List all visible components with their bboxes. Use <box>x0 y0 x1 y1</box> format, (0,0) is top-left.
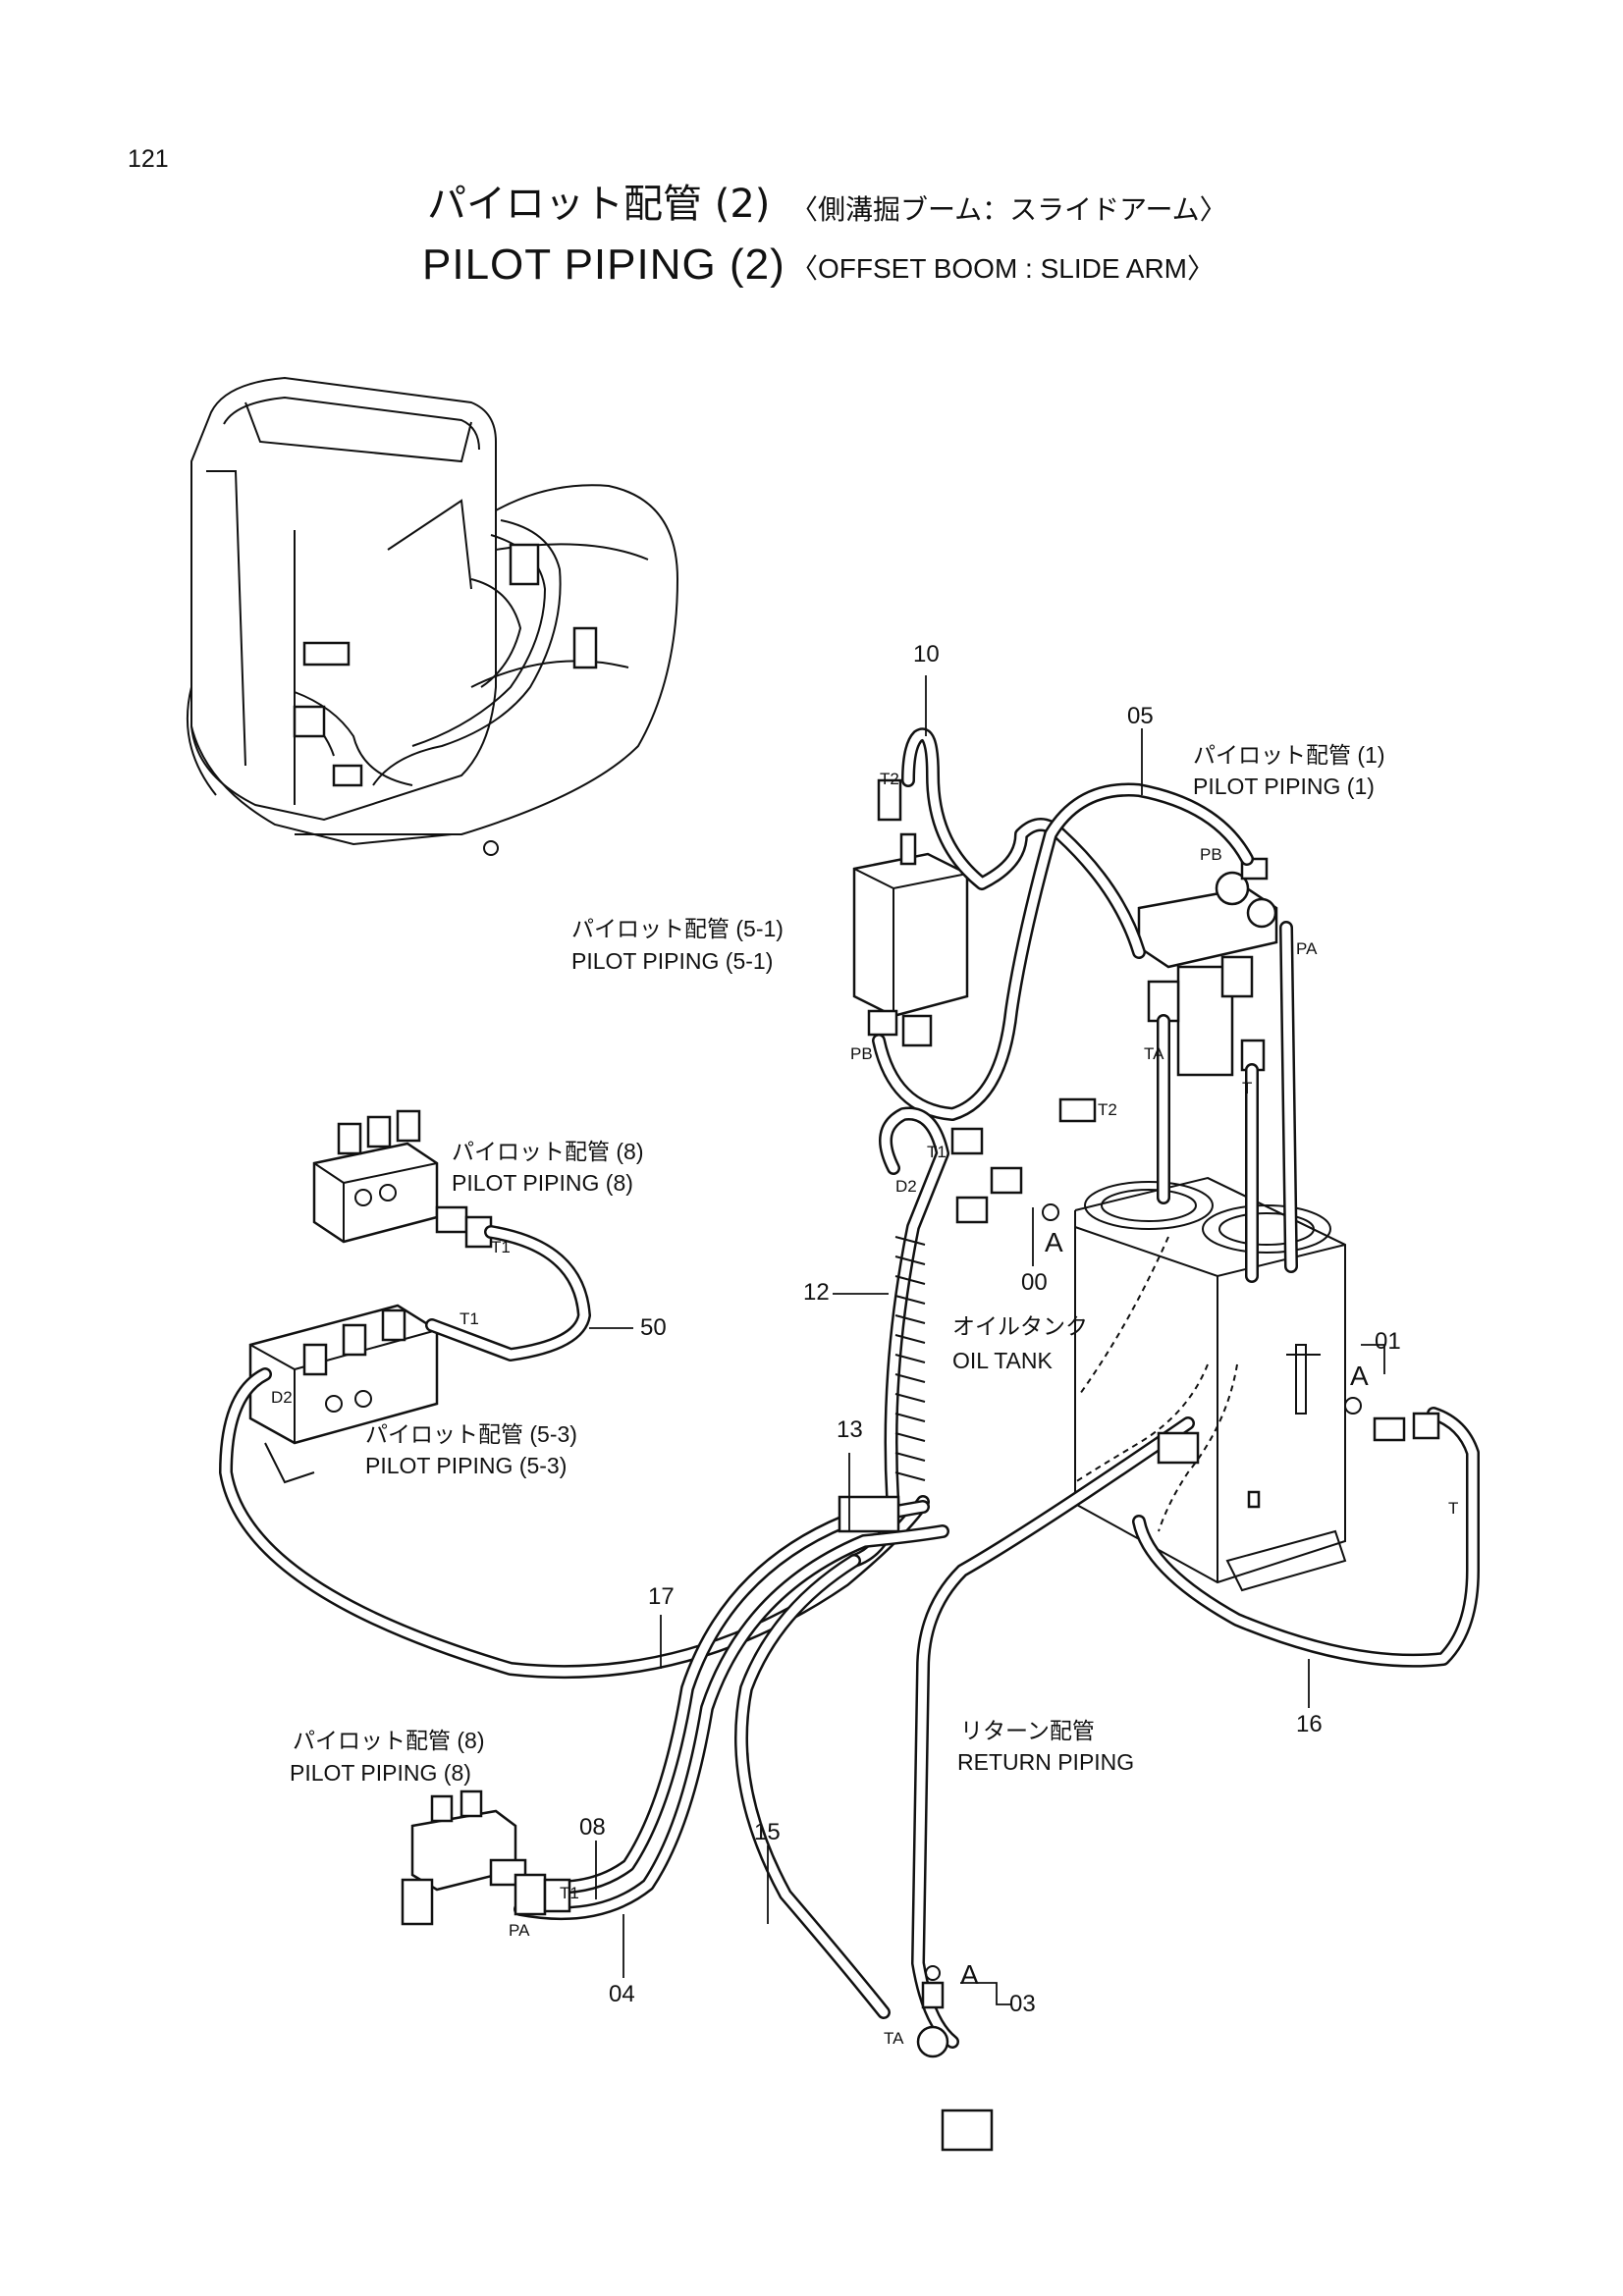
subtitle-japanese: 〈側溝掘ブーム：スライドアーム〉 <box>790 194 1227 225</box>
ref-pilot-piping-5-3-jp: パイロット配管 (5-3) <box>365 1421 577 1447</box>
title-japanese: パイロット配管 (2) <box>427 182 771 227</box>
page-number: 121 <box>128 145 169 173</box>
port-ta-lower: TA <box>884 2029 904 2048</box>
part-number-01: 01 <box>1375 1328 1401 1355</box>
port-pa-lower: PA <box>509 1921 530 1940</box>
detail-mark-a-2: A <box>1350 1361 1369 1391</box>
ref-oil-tank-jp: オイルタンク <box>952 1313 1088 1339</box>
ref-pilot-piping-5-3-en: PILOT PIPING (5-3) <box>365 1453 568 1478</box>
ref-return-piping-jp: リターン配管 <box>960 1718 1095 1743</box>
part-number-08: 08 <box>579 1814 606 1841</box>
detail-mark-a-1: A <box>1045 1227 1063 1257</box>
part-number-15: 15 <box>754 1819 781 1845</box>
part-number-04: 04 <box>609 1981 635 2007</box>
port-pb-left: PB <box>850 1044 873 1063</box>
port-t1-mid: T1 <box>927 1143 947 1161</box>
port-t1-left: T1 <box>460 1309 479 1328</box>
pilot-valve-1 <box>1058 857 1278 1123</box>
ref-pilot-piping-8-upper-en: PILOT PIPING (8) <box>452 1170 633 1196</box>
port-t-far: T <box>1448 1499 1459 1518</box>
subtitle-english: 〈OFFSET BOOM : SLIDE ARM〉 <box>790 253 1215 284</box>
ref-pilot-piping-1-en: PILOT PIPING (1) <box>1193 774 1375 799</box>
port-pa-right: PA <box>1296 939 1318 958</box>
part-number-50: 50 <box>640 1314 667 1341</box>
title-english: PILOT PIPING (2) <box>422 240 785 289</box>
ref-pilot-piping-1-jp: パイロット配管 (1) <box>1193 742 1385 768</box>
port-d2-left: D2 <box>271 1388 293 1407</box>
port-t2-top: T2 <box>880 770 899 788</box>
port-t-right: T <box>1242 1079 1253 1097</box>
port-t1-lower: T1 <box>560 1884 579 1902</box>
ref-pilot-piping-5-1-en: PILOT PIPING (5-1) <box>571 948 774 974</box>
oil-tank <box>1074 1176 1347 1592</box>
part-number-17: 17 <box>648 1583 675 1610</box>
port-ta-right: TA <box>1144 1044 1164 1063</box>
part-number-03: 03 <box>1009 1991 1036 2017</box>
ref-pilot-piping-5-1-jp: パイロット配管 (5-1) <box>571 916 784 941</box>
pilot-valve-8-upper <box>312 1109 493 1249</box>
ref-pilot-piping-8-upper-jp: パイロット配管 (8) <box>452 1139 644 1164</box>
ref-return-piping-en: RETURN PIPING <box>957 1749 1135 1775</box>
port-pb-right: PB <box>1200 845 1222 864</box>
pilot-valve-5-3 <box>248 1304 439 1484</box>
leader-lines <box>589 675 1385 2005</box>
pilot-valve-5-1 <box>852 778 969 1047</box>
part-number-00: 00 <box>1021 1269 1048 1296</box>
ref-pilot-piping-8-lower-en: PILOT PIPING (8) <box>290 1760 471 1786</box>
part-number-12: 12 <box>803 1279 830 1306</box>
port-d2-mid: D2 <box>895 1177 917 1196</box>
ref-pilot-piping-8-lower-jp: パイロット配管 (8) <box>293 1728 485 1753</box>
excavator-cab-illustration <box>186 376 679 856</box>
part-number-16: 16 <box>1296 1711 1323 1737</box>
ref-oil-tank-en: OIL TANK <box>952 1348 1053 1373</box>
port-t1-upper: T1 <box>491 1238 511 1256</box>
part-number-13: 13 <box>837 1416 863 1443</box>
pilot-valve-8-lower <box>401 1789 527 1926</box>
part-number-10: 10 <box>913 641 940 667</box>
fittings <box>514 1127 1440 2152</box>
detail-mark-a-3: A <box>960 1959 979 1990</box>
port-t2-mid: T2 <box>1098 1100 1117 1119</box>
part-number-05: 05 <box>1127 703 1154 729</box>
